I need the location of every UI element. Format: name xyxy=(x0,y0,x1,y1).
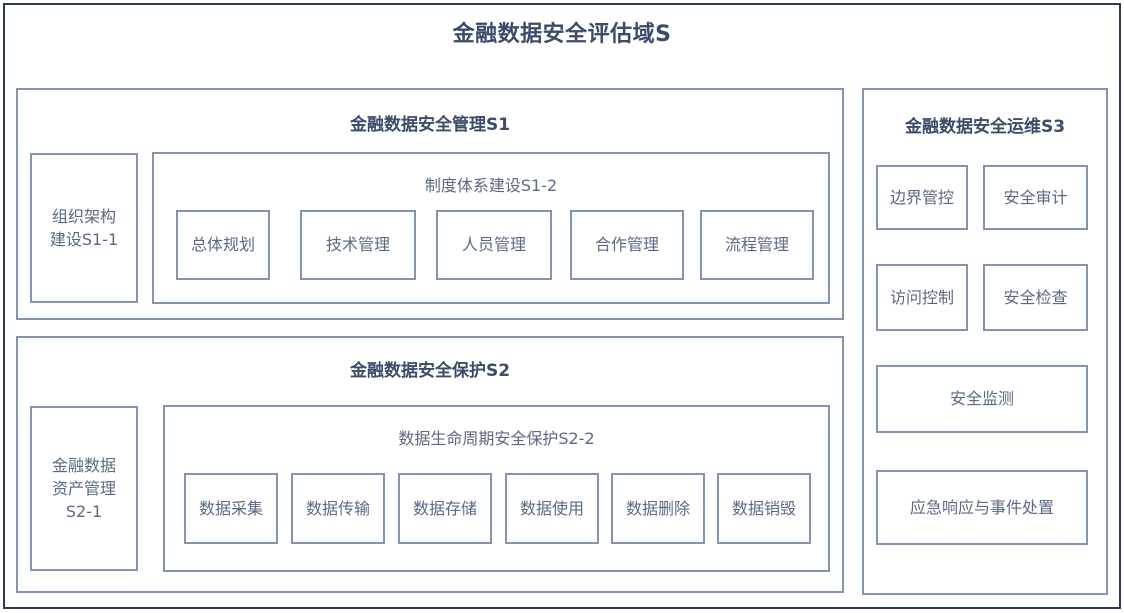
leaf-s3-item-boundary-control[interactable]: 边界管控 xyxy=(876,165,968,230)
leaf-s1-2-item-3[interactable]: 人员管理 xyxy=(436,210,552,280)
section-s1-title: 金融数据安全管理S1 xyxy=(349,115,511,135)
section-s3-title: 金融数据安全运维S3 xyxy=(904,117,1066,137)
leaf-s1-2-item-1[interactable]: 总体规划 xyxy=(176,210,270,280)
leaf-s2-2-item-1[interactable]: 数据采集 xyxy=(184,473,278,544)
box-s1-1-organization-structure[interactable]: 组织架构 建设S1-1 xyxy=(30,153,138,303)
subsection-s2-2-title: 数据生命周期安全保护S2-2 xyxy=(398,429,595,448)
leaf-s3-item-security-audit[interactable]: 安全审计 xyxy=(983,165,1088,230)
leaf-s3-item-access-control[interactable]: 访问控制 xyxy=(876,264,968,331)
leaf-s3-item-emergency-response[interactable]: 应急响应与事件处置 xyxy=(876,470,1088,545)
leaf-s3-item-security-inspection[interactable]: 安全检查 xyxy=(983,264,1088,331)
leaf-s2-2-item-2[interactable]: 数据传输 xyxy=(291,473,385,544)
leaf-s2-2-item-4[interactable]: 数据使用 xyxy=(505,473,599,544)
leaf-s2-2-item-3[interactable]: 数据存储 xyxy=(398,473,492,544)
leaf-s1-2-item-5[interactable]: 流程管理 xyxy=(700,210,814,280)
section-s2-title: 金融数据安全保护S2 xyxy=(349,361,511,381)
leaf-s2-2-item-5[interactable]: 数据删除 xyxy=(611,473,705,544)
leaf-s1-2-item-2[interactable]: 技术管理 xyxy=(300,210,416,280)
leaf-s3-item-security-monitoring[interactable]: 安全监测 xyxy=(876,365,1088,433)
leaf-s2-2-item-6[interactable]: 数据销毁 xyxy=(717,473,811,544)
diagram-title: 金融数据安全评估域S xyxy=(452,22,672,47)
subsection-s1-2-title: 制度体系建设S1-2 xyxy=(424,176,558,195)
box-s2-1-asset-management[interactable]: 金融数据 资产管理 S2-1 xyxy=(30,406,138,571)
leaf-s1-2-item-4[interactable]: 合作管理 xyxy=(570,210,684,280)
